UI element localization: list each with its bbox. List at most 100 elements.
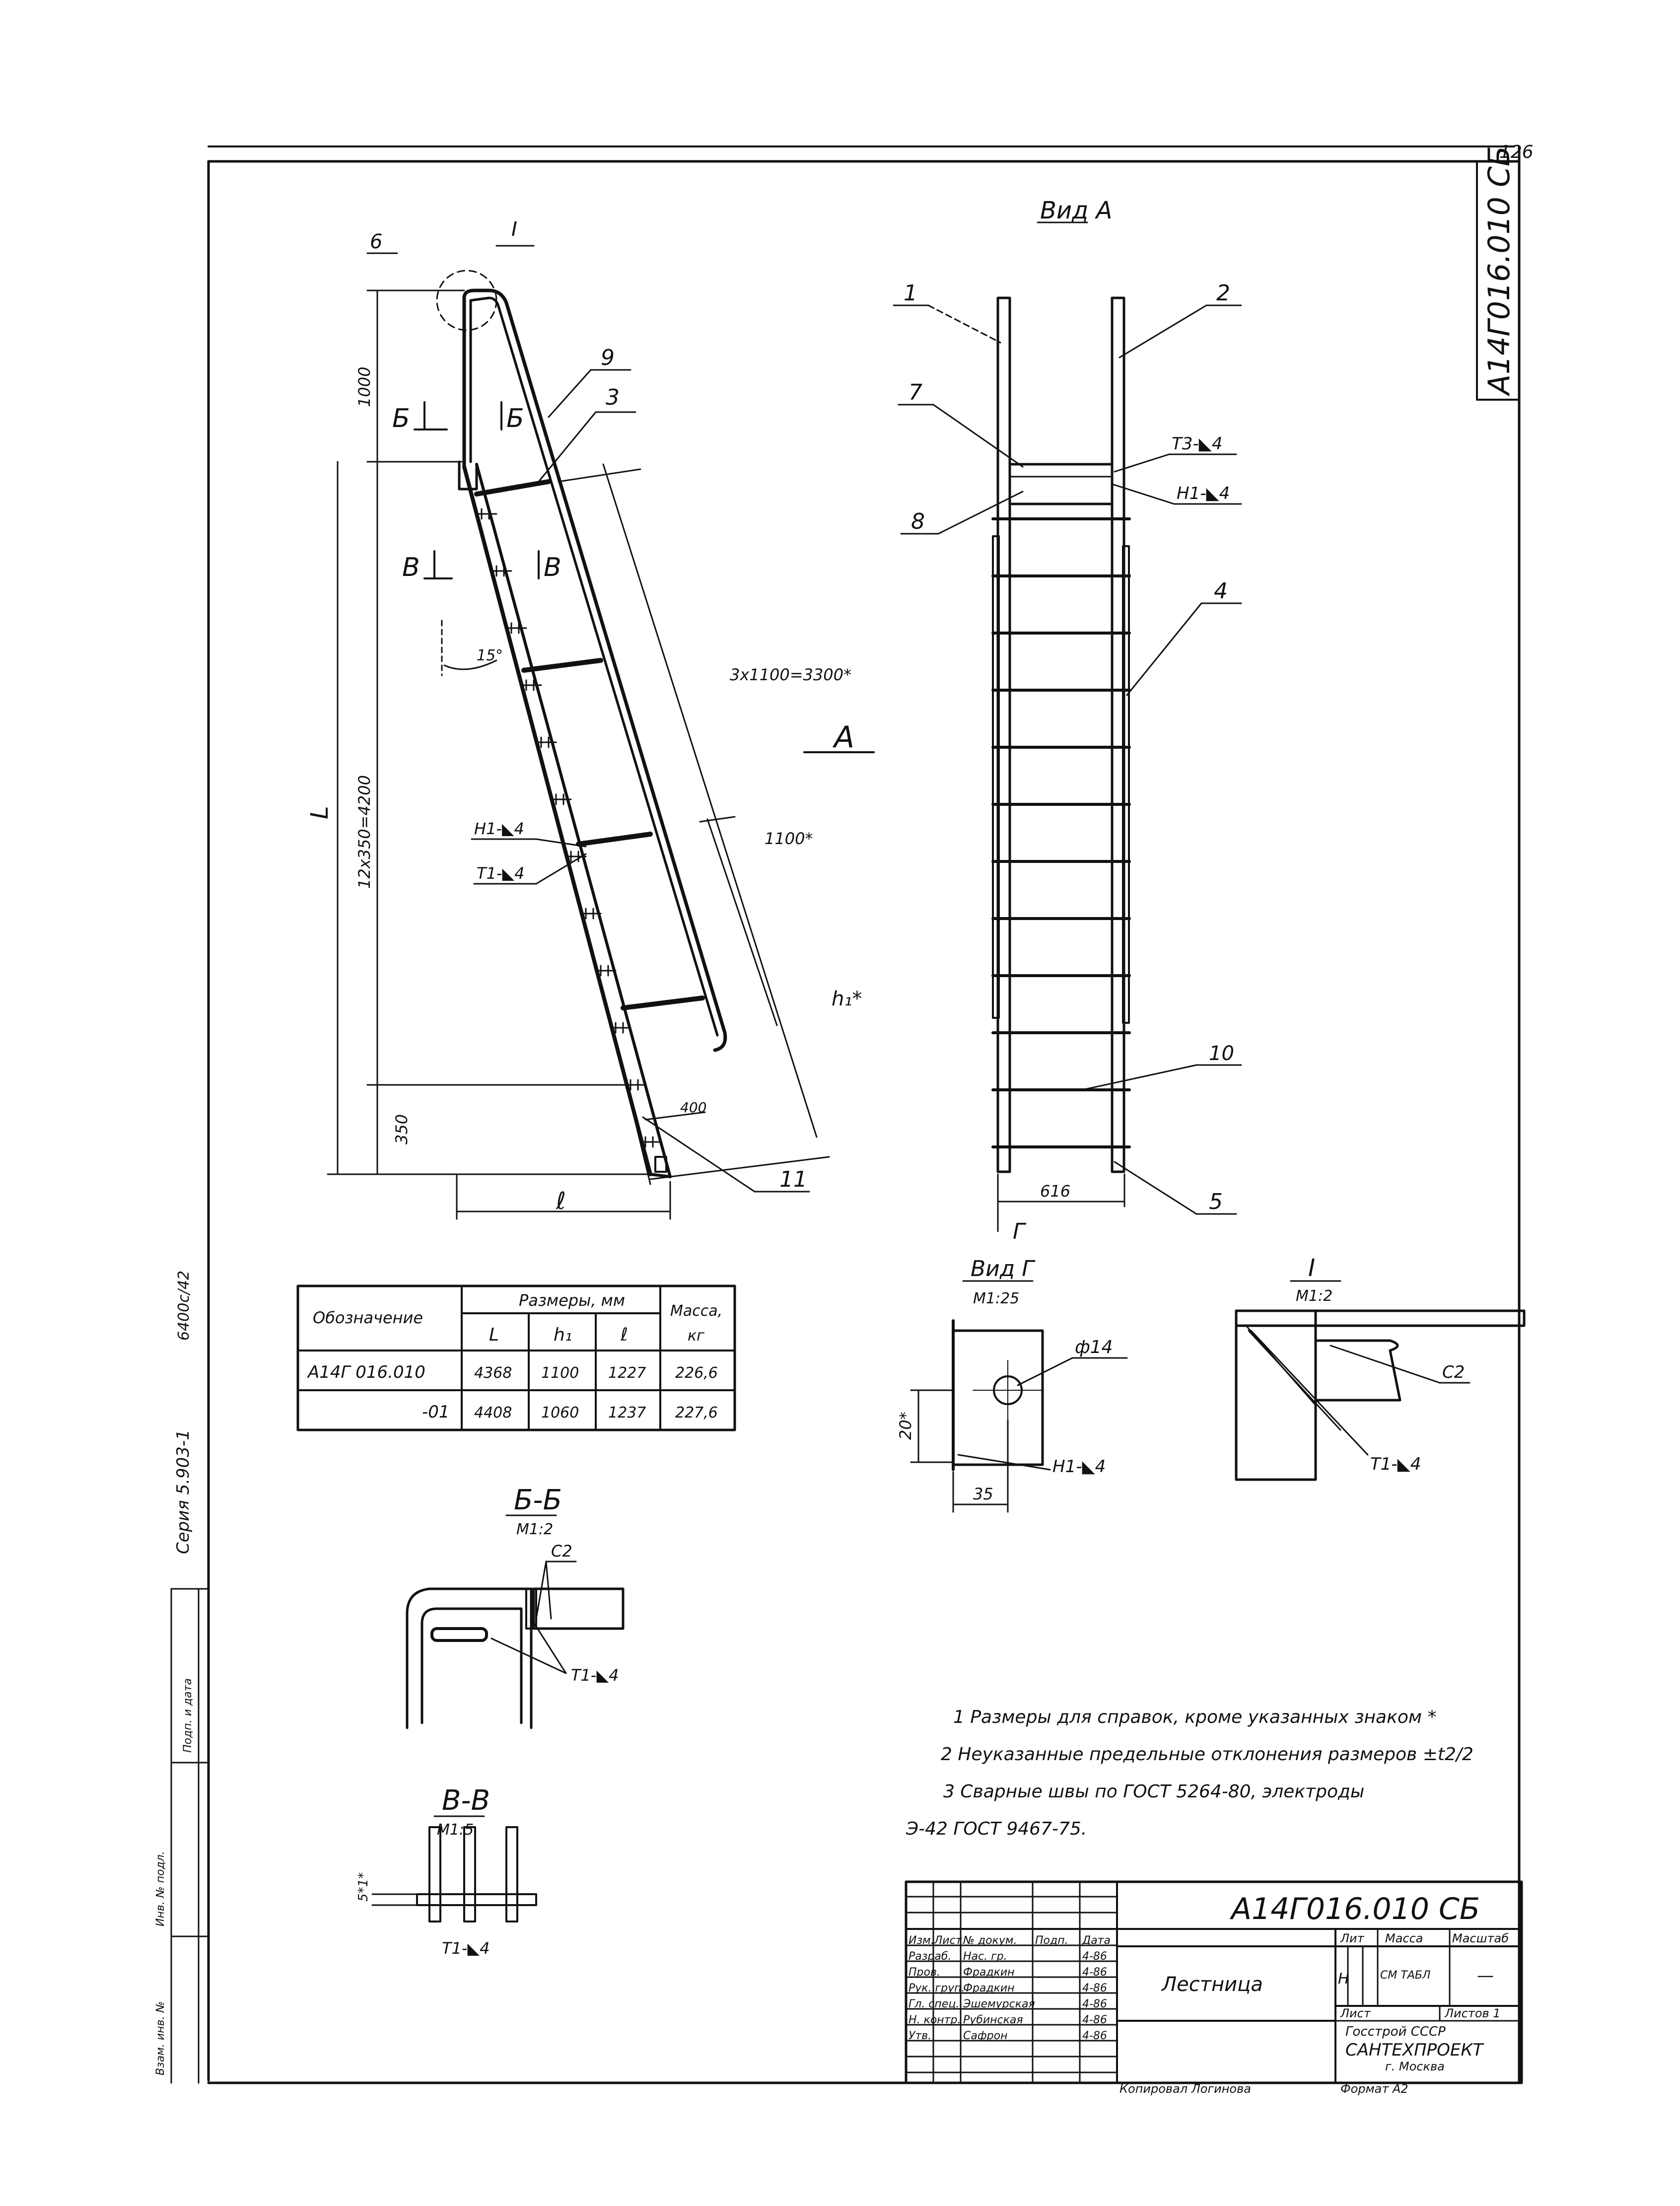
tb-row-date: 4-86: [1082, 1998, 1107, 2010]
tb-row-role: Пров.: [909, 1966, 940, 1979]
spec-col-designation: Обозначение: [313, 1308, 423, 1327]
section-mark-b-right: Б: [506, 404, 524, 433]
view-g: Вид Г М1:25 ф14 20* 35 Н1-◣4: [896, 1256, 1128, 1513]
tb-row-role: Гл. спец.: [909, 1998, 959, 2010]
section-bb-title: Б-Б: [514, 1484, 562, 1516]
view-arrow-a: А: [832, 720, 854, 755]
tb-row-date: Дата: [1082, 1934, 1111, 1947]
stamp-line-3: Инв. № подл.: [154, 1851, 167, 1926]
callout-6: 6: [370, 230, 382, 253]
section-mark-v-right: В: [544, 553, 561, 582]
sheet-frame: [207, 145, 1521, 2084]
spec-row1-l: 1237: [608, 1404, 646, 1422]
title-block: А14Г016.010 СБ Лестница Лит Масса Масшта…: [905, 1880, 1523, 2096]
tb-row-role: Утв.: [909, 2030, 931, 2042]
tb-row-role: Изм.Лист: [909, 1934, 963, 1947]
spec-row0-L: 4368: [474, 1364, 512, 1382]
spec-row0-l: 1227: [608, 1364, 646, 1382]
tb-sheet-label: Лист: [1340, 2006, 1371, 2020]
tb-row-name: Рубинская: [963, 2014, 1023, 2026]
dim-base: 400: [680, 1099, 706, 1116]
tb-row-name: Эшемурская: [963, 1998, 1035, 2010]
va-callout-8: 8: [911, 509, 925, 534]
view-g-dim-v: 20*: [896, 1412, 915, 1440]
series-label: Серия 5.903-1: [173, 1429, 193, 1554]
tb-mass-header: Масса: [1385, 1931, 1423, 1945]
vertical-doc-code: А14Г016.010 СБ: [1482, 146, 1517, 397]
notes: 1 Размеры для справок, кроме указанных з…: [906, 1707, 1473, 1839]
view-g-title: Вид Г: [971, 1256, 1036, 1281]
spec-row0-name: А14Г 016.010: [307, 1362, 425, 1382]
stamp-line-2: Подп. и дата: [182, 1678, 194, 1753]
section-vv-weld: Т1-◣4: [442, 1939, 490, 1958]
tb-mass-value: СМ ТАБЛ: [1380, 1969, 1430, 1982]
section-mark-b-left: Б: [392, 404, 410, 433]
dim-main: 12x350=4200: [355, 775, 374, 889]
tb-row-role: Н. контр.: [909, 2014, 961, 2026]
tb-row-name: Фрадкин: [963, 1982, 1015, 1994]
side-view: 6 I 9 3 11 Б Б В В А 1000 12x350=4200 35…: [306, 218, 875, 1220]
dim-bay: 1100*: [765, 829, 813, 848]
tb-org-2: САНТЕХПРОЕКТ: [1345, 2040, 1484, 2060]
callout-3: 3: [606, 385, 620, 410]
tb-name: Лестница: [1161, 1973, 1263, 1996]
va-callout-4: 4: [1214, 578, 1228, 604]
tb-scale-value: —: [1477, 1966, 1494, 1986]
tb-sheets-label: Листов 1: [1444, 2006, 1501, 2020]
spec-col-sizes: Размеры, мм: [519, 1291, 625, 1310]
va-weld-n1: Н1-◣4: [1177, 484, 1230, 503]
spec-col-mass: Масса,: [670, 1302, 722, 1320]
section-bb-scale: М1:2: [516, 1521, 553, 1538]
dim-overall-l: L: [306, 806, 334, 819]
section-bb-c2: С2: [551, 1542, 572, 1561]
spec-row0-h1: 1100: [541, 1364, 579, 1382]
tb-row-name: Фрадкин: [963, 1966, 1015, 1979]
spec-sub-l-lower: ℓ: [620, 1325, 628, 1345]
view-a-width: 616: [1040, 1182, 1070, 1201]
tb-row-date: 4-86: [1082, 1950, 1107, 1963]
view-g-dim-h: 35: [973, 1485, 993, 1503]
section-vv-dim: 5*1*: [356, 1872, 371, 1902]
view-a: Вид А 616 Г: [893, 197, 1242, 1244]
spec-row1-L: 4408: [474, 1404, 512, 1422]
tb-lit-value: Н: [1338, 1970, 1349, 1988]
tb-code: А14Г016.010 СБ: [1229, 1892, 1480, 1926]
section-vv-scale: М1:5: [437, 1821, 474, 1839]
vertical-code-box: А14Г016.010 СБ: [1476, 146, 1520, 401]
stamp-line-1: Взам. инв. №: [154, 2001, 167, 2075]
tb-row-date: 4-86: [1082, 1966, 1107, 1979]
callout-i: I: [511, 218, 517, 241]
dim-bottom: 350: [392, 1114, 411, 1144]
tb-row-date: 4-86: [1082, 2030, 1107, 2042]
spec-row1-h1: 1060: [541, 1404, 579, 1422]
tb-row-name: № докум.: [963, 1934, 1017, 1947]
tb-org-1: Госстрой СССР: [1345, 2024, 1446, 2039]
stamp-number: 6400с/42: [175, 1271, 193, 1341]
dim-top: 1000: [355, 367, 374, 407]
tb-row-date: 4-86: [1082, 2014, 1107, 2026]
detail-i-title: I: [1308, 1254, 1315, 1282]
view-a-rungs: [991, 517, 1131, 1148]
detail-i: I М1:2 С2 Т1-◣4: [1235, 1254, 1526, 1481]
note-2: 2 Неуказанные предельные отклонения разм…: [941, 1744, 1473, 1765]
tb-row-date: 4-86: [1082, 1982, 1107, 1994]
note-1: 1 Размеры для справок, кроме указанных з…: [953, 1707, 1436, 1727]
note-4: Э-42 ГОСТ 9467-75.: [906, 1819, 1087, 1839]
left-margin-stamps: Взам. инв. № Подп. и дата Инв. № подл. С…: [154, 1271, 210, 2084]
view-g-scale: М1:25: [973, 1290, 1019, 1307]
spec-row1-mass: 227,6: [675, 1404, 718, 1422]
dim-width-l: ℓ: [556, 1187, 566, 1215]
tb-row-name: Сафрон: [963, 2030, 1007, 2042]
tb-org-3: г. Москва: [1385, 2060, 1445, 2073]
weld-side-t1: Т1-◣4: [477, 864, 524, 883]
view-g-hole: ф14: [1075, 1337, 1113, 1357]
spec-sub-kg: кг: [688, 1327, 704, 1345]
page-number: 126: [1499, 142, 1534, 162]
section-vv-title: В-В: [442, 1784, 490, 1817]
spec-sub-l-upper: L: [489, 1325, 499, 1345]
va-callout-1: 1: [904, 281, 917, 306]
tb-row-role: Разраб.: [909, 1950, 951, 1963]
dim-span: 3x1100=3300*: [730, 665, 851, 684]
view-a-title: Вид А: [1040, 197, 1112, 224]
